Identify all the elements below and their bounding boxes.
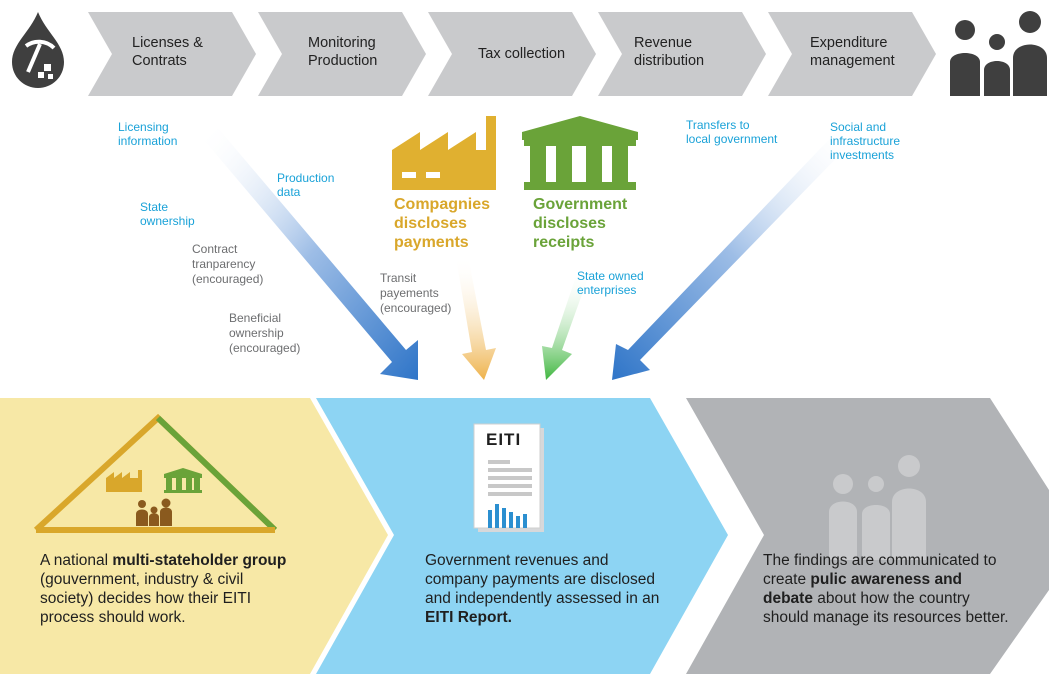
chevron-tax-line1: Tax collection (478, 46, 566, 62)
panel-msg-post: (gouvernment, industry & civil society) … (40, 571, 252, 626)
chevron-label-revenue: Revenue distribution (634, 34, 704, 70)
label-transfers-line2: local government (686, 132, 778, 146)
label-social-line3: investments (830, 148, 895, 162)
label-soe-line1: State owned (577, 269, 644, 283)
chevron-monitoring (258, 12, 426, 96)
people-icon (950, 11, 1047, 96)
arrow-companies (456, 256, 496, 380)
label-companies-line2: discloses (394, 215, 467, 232)
label-companies-line1: Compagnies (394, 196, 491, 213)
label-social-investments: Social and infrastructure investments (830, 120, 900, 162)
panel-msg-bg (0, 398, 388, 674)
chevron-monitoring-line1: Monitoring (308, 35, 376, 51)
label-soe-line2: enterprises (577, 283, 637, 297)
panel-report-bg (316, 398, 728, 674)
label-production-data: Production data (277, 171, 334, 199)
panel-msg-pre: A national (40, 552, 113, 569)
msg-triangle-icon (33, 413, 278, 533)
panel-public-post: about how the country should manage its … (763, 590, 1009, 626)
label-government-discloses: Government discloses receipts (533, 195, 627, 252)
label-social-line1: Social and (830, 120, 887, 134)
panel-report-text: Government revenues and company payments… (425, 551, 665, 627)
flow-arrows (204, 128, 852, 380)
chevron-licenses-line1: Licenses & (132, 35, 203, 51)
panel-public-text: The findings are communicated to create … (763, 551, 1015, 627)
chevron-expenditure (768, 12, 936, 96)
label-beneficial-line2: ownership (229, 326, 284, 340)
arrow-licensing (204, 128, 418, 380)
label-transit-line1: Transit (380, 271, 417, 285)
chevron-expenditure-line2: management (810, 53, 895, 69)
label-government-line2: discloses (533, 215, 606, 232)
chevron-licenses (88, 12, 256, 96)
arrow-expenditure (612, 130, 852, 380)
chevron-licenses-line2: Contrats (132, 53, 187, 69)
panel-msg-text: A national multi-stateholder group (gouv… (40, 551, 300, 627)
chevron-label-monitoring: Monitoring Production (308, 34, 377, 70)
label-licensing-line2: information (118, 134, 178, 148)
public-people-icon (829, 455, 926, 560)
label-government-line3: receipts (533, 234, 595, 251)
label-production-line2: data (277, 185, 301, 199)
label-companies-line3: payments (394, 234, 469, 251)
chevron-expenditure-line1: Expenditure (810, 35, 888, 51)
label-beneficial-line3: (encouraged) (229, 341, 301, 355)
label-beneficial-ownership: Beneficial ownership (encouraged) (229, 311, 300, 356)
panel-report-bold: EITI Report. (425, 609, 512, 626)
chevron-monitoring-line2: Production (308, 53, 378, 69)
arrow-government (542, 270, 590, 380)
label-licensing-line1: Licensing (118, 120, 169, 134)
label-transit-line2: payements (380, 286, 439, 300)
label-transit-payments: Transit payements (encouraged) (380, 271, 451, 316)
label-state-owned-enterprises: State owned enterprises (577, 269, 644, 297)
label-contract-transparency: Contract tranparency (encouraged) (192, 242, 263, 287)
eiti-logo: EITI (486, 430, 522, 449)
label-contract-line2: tranparency (192, 257, 256, 271)
panel-public-bold: pulic awareness and debate (763, 571, 963, 607)
oil-drop-pickaxe-icon (12, 12, 64, 88)
label-beneficial-line1: Beneficial (229, 311, 282, 325)
chevron-revenue (598, 12, 766, 96)
chevron-label-expenditure: Expenditure management (810, 34, 895, 70)
chevron-revenue-line2: distribution (634, 53, 705, 69)
label-contract-line1: Contract (192, 242, 238, 256)
chevron-revenue-line1: Revenue (634, 35, 693, 51)
chevron-tax (428, 12, 596, 96)
label-state-ownership: State ownership (140, 200, 195, 228)
eiti-report-icon (473, 423, 544, 532)
label-state-ownership-line2: ownership (140, 214, 195, 228)
label-companies-disclose: Compagnies discloses payments (394, 195, 490, 252)
panel-msg-bold: multi-stateholder group (112, 552, 287, 569)
label-contract-line3: (encouraged) (192, 272, 264, 286)
panel-report-pre: Government revenues and company payments… (425, 552, 660, 607)
label-transfers-line1: Transfers to (686, 118, 750, 132)
label-transfers: Transfers to local government (686, 118, 777, 146)
factory-icon (392, 116, 496, 190)
label-social-line2: infrastructure (830, 134, 901, 148)
label-licensing-info: Licensing information (118, 120, 177, 148)
label-government-line1: Government (533, 196, 628, 213)
government-building-icon (522, 116, 638, 190)
value-chain-chevrons (88, 12, 936, 96)
label-transit-line3: (encouraged) (380, 301, 452, 315)
label-state-ownership-line1: State (140, 200, 169, 214)
chevron-label-licenses: Licenses & Contrats (132, 34, 203, 70)
chevron-label-tax: Tax collection (478, 45, 565, 63)
label-production-line1: Production (277, 171, 335, 185)
panel-public-pre: The findings are communicated to create (763, 552, 997, 588)
